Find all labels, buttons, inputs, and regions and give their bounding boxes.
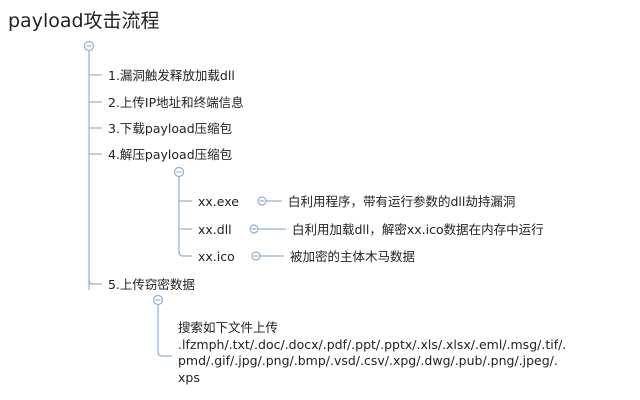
file-ico[interactable]: xx.ico	[198, 249, 235, 264]
step-5[interactable]: 5.上传窃密数据	[108, 277, 195, 292]
step-1[interactable]: 1.漏洞触发释放加载dll	[108, 68, 235, 83]
file-exe[interactable]: xx.exe	[198, 194, 239, 209]
step-2[interactable]: 2.上传IP地址和终端信息	[108, 95, 244, 110]
upload-line-4: xps	[178, 369, 200, 385]
upload-detail[interactable]: 搜索如下文件上传 .lfzmph/.txt/.doc/.docx/.pdf/.p…	[178, 320, 566, 386]
step-4[interactable]: 4.解压payload压缩包	[108, 147, 233, 162]
diagram-title: payload攻击流程	[8, 10, 160, 32]
upload-line-1: 搜索如下文件上传	[178, 320, 279, 335]
upload-line-2: .lfzmph/.txt/.doc/.docx/.pdf/.ppt/.pptx/…	[178, 336, 567, 352]
file-dll[interactable]: xx.dll	[198, 222, 232, 237]
file-exe-desc[interactable]: 白利用程序，带有运行参数的dll劫持漏洞	[288, 194, 516, 209]
file-ico-desc[interactable]: 被加密的主体木马数据	[290, 249, 416, 264]
step-3[interactable]: 3.下载payload压缩包	[108, 121, 233, 136]
file-dll-desc[interactable]: 白利用加载dll，解密xx.ico数据在内存中运行	[292, 222, 544, 237]
upload-line-3: pmd/.gif/.jpg/.png/.bmp/.vsd/.csv/.xpg/.…	[178, 353, 558, 368]
